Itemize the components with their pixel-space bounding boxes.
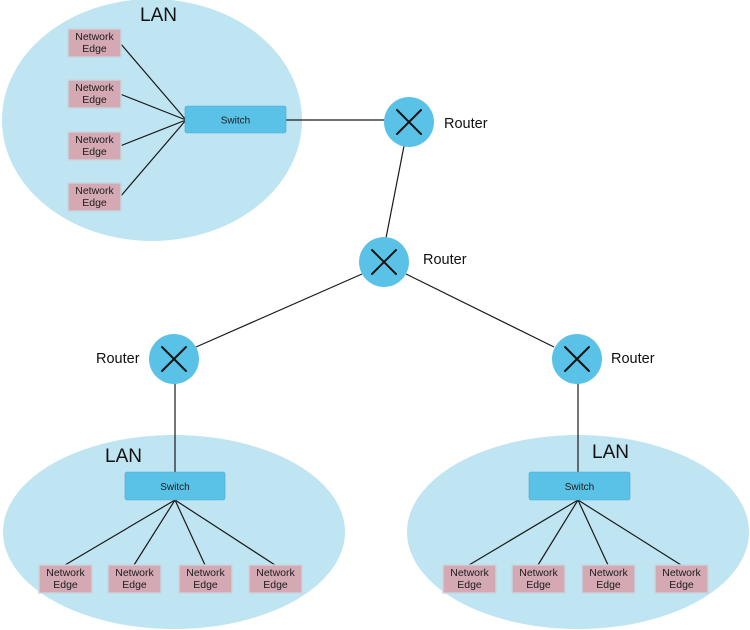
router-node-left: Router <box>96 334 199 384</box>
network-edge-label: Network <box>256 567 295 579</box>
lan-area-bottom-left <box>3 435 345 629</box>
switch-node: Switch <box>184 105 287 134</box>
network-edge-box <box>38 564 93 594</box>
lan-area-top <box>2 0 302 241</box>
lan-label: LAN <box>105 446 142 467</box>
network-edge-label: Network <box>450 567 489 579</box>
network-edge-node: Network Edge <box>442 564 497 594</box>
lan-label: LAN <box>592 442 629 463</box>
switch-node: Switch <box>528 471 631 501</box>
switch-label: Switch <box>221 116 250 127</box>
router-label: Router <box>423 252 467 268</box>
network-edge-node: Network Edge <box>67 28 122 58</box>
router-node-center: Router <box>359 237 467 287</box>
network-edge-label: Network <box>75 82 114 94</box>
network-edge-node: Network Edge <box>67 79 122 109</box>
link-switch-edge <box>537 499 579 566</box>
network-edge-box <box>178 564 233 594</box>
link-router-router <box>195 273 363 348</box>
link-edge-switch <box>119 42 187 121</box>
router-x-icon <box>396 109 422 135</box>
network-edge-label: Edge <box>82 146 107 158</box>
network-edge-box <box>511 564 566 594</box>
network-edge-label: Edge <box>263 579 288 591</box>
network-edge-label: Network <box>46 567 85 579</box>
link-edge-switch <box>119 93 187 121</box>
links <box>64 42 682 566</box>
network-edge-label: Edge <box>82 197 107 209</box>
switch-box <box>184 105 287 134</box>
link-router-router <box>405 273 555 348</box>
network-edge-label: Edge <box>193 579 218 591</box>
router-x-icon <box>161 346 187 372</box>
link-switch-edge <box>174 499 276 566</box>
router-label: Router <box>96 351 140 367</box>
network-edge-box <box>248 564 303 594</box>
network-edge-label: Edge <box>596 579 621 591</box>
link-switch-edge <box>174 499 206 566</box>
router-label: Router <box>444 116 488 132</box>
network-edge-node: Network Edge <box>511 564 566 594</box>
link-switch-edge <box>64 499 176 566</box>
switch-box <box>528 471 631 501</box>
network-edge-label: Network <box>186 567 225 579</box>
switch-label: Switch <box>565 482 594 493</box>
network-edge-label: Edge <box>669 579 694 591</box>
network-edge-label: Network <box>75 31 114 43</box>
network-edge-node: Network Edge <box>178 564 233 594</box>
network-edge-node: Network Edge <box>107 564 162 594</box>
link-switch-edge <box>468 499 579 566</box>
network-edge-box <box>442 564 497 594</box>
router-label: Router <box>611 351 655 367</box>
router-x-icon <box>564 346 590 372</box>
network-edge-label: Edge <box>526 579 551 591</box>
router-node-right: Router <box>552 334 655 384</box>
link-switch-edge <box>577 499 682 566</box>
network-edge-label: Edge <box>82 94 107 106</box>
switch-node: Switch <box>124 471 226 501</box>
network-edge-box <box>67 131 122 161</box>
network-edge-node: Network Edge <box>248 564 303 594</box>
network-edge-node: Network Edge <box>654 564 709 594</box>
network-edge-label: Network <box>662 567 701 579</box>
network-edge-label: Network <box>75 134 114 146</box>
network-edge-box <box>67 28 122 58</box>
switch-box <box>124 471 226 501</box>
network-edge-label: Edge <box>82 43 107 55</box>
link-router-router <box>385 145 405 239</box>
network-edge-box <box>107 564 162 594</box>
network-edge-label: Network <box>75 185 114 197</box>
network-edge-label: Edge <box>457 579 482 591</box>
network-edge-box <box>654 564 709 594</box>
switch-label: Switch <box>160 482 189 493</box>
network-edge-node: Network Edge <box>581 564 636 594</box>
network-edge-node: Network Edge <box>67 131 122 161</box>
network-edge-node: Network Edge <box>67 182 122 212</box>
link-edge-switch <box>119 119 187 147</box>
network-edge-box <box>67 182 122 212</box>
network-edge-label: Edge <box>122 579 147 591</box>
link-switch-edge <box>133 499 176 566</box>
network-edge-box <box>581 564 636 594</box>
network-edge-node: Network Edge <box>38 564 93 594</box>
link-switch-edge <box>577 499 609 566</box>
router-x-icon <box>371 249 397 275</box>
router-node-top: Router <box>384 97 488 147</box>
link-edge-switch <box>119 119 187 198</box>
network-edge-label: Network <box>589 567 628 579</box>
lan-label: LAN <box>140 5 177 26</box>
network-edge-label: Network <box>115 567 154 579</box>
network-edge-label: Edge <box>53 579 78 591</box>
network-edge-box <box>67 79 122 109</box>
network-edge-label: Network <box>519 567 558 579</box>
